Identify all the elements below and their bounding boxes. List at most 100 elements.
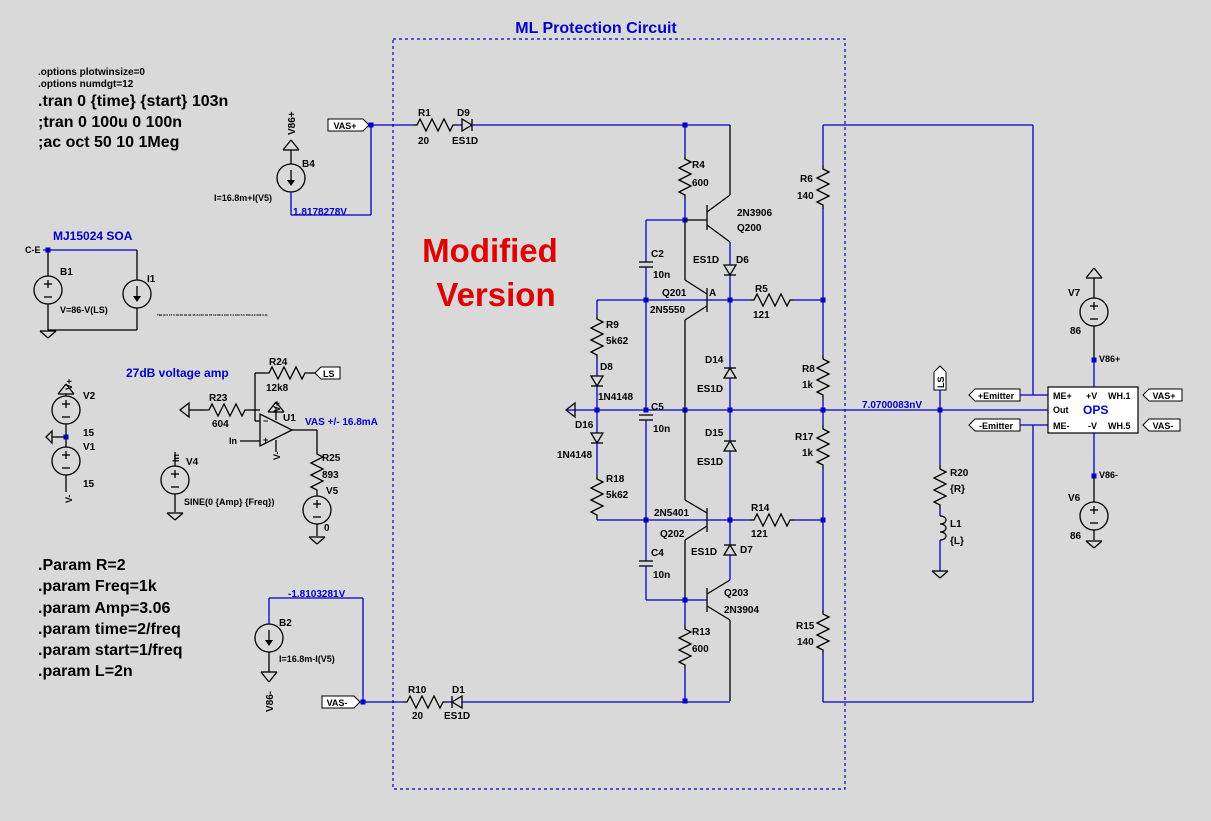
svg-text:2N5401: 2N5401 bbox=[654, 508, 689, 519]
r1-label: R1 bbox=[418, 108, 431, 119]
svg-text:R8: R8 bbox=[802, 364, 815, 375]
svg-text:R20: R20 bbox=[950, 468, 969, 479]
param-line: .param Freq=1k bbox=[38, 578, 157, 595]
svg-text:R6: R6 bbox=[800, 174, 813, 185]
resistor-r8 bbox=[816, 354, 830, 400]
diode-d8 bbox=[590, 375, 604, 387]
svg-text:ES1D: ES1D bbox=[697, 384, 723, 395]
svg-text:V86+: V86+ bbox=[1099, 354, 1120, 364]
resistor-r15 bbox=[816, 609, 830, 655]
svg-text:2N3906: 2N3906 bbox=[737, 208, 772, 219]
source-b2: V86- B2 I=16.8m-I(V5) -1.8103281V bbox=[254, 589, 346, 712]
svg-text:V+: V+ bbox=[64, 379, 74, 390]
d9-label: D9 bbox=[457, 108, 470, 119]
svg-text:5k62: 5k62 bbox=[606, 490, 629, 501]
svg-text:2N3904: 2N3904 bbox=[724, 605, 759, 616]
svg-text:U1: U1 bbox=[283, 413, 296, 424]
svg-text:Q202: Q202 bbox=[660, 529, 685, 540]
resistor-r18 bbox=[590, 474, 604, 520]
svg-text:10n: 10n bbox=[653, 424, 670, 435]
diode-d1 bbox=[451, 695, 463, 709]
svg-text:10n: 10n bbox=[653, 570, 670, 581]
svg-text:V86-: V86- bbox=[265, 691, 276, 712]
svg-text:SINE(0 {Amp} {Freq}): SINE(0 {Amp} {Freq}) bbox=[184, 497, 275, 507]
svg-text:+V: +V bbox=[1086, 391, 1097, 401]
svg-text:Q201: Q201 bbox=[662, 288, 687, 299]
diode-d6 bbox=[723, 264, 737, 276]
amp-label: 27dB voltage amp bbox=[126, 366, 229, 380]
voltage-readout-bottom: -1.8103281V bbox=[288, 589, 346, 600]
svg-text:10n: 10n bbox=[653, 270, 670, 281]
voltage-amplifier: R23 604 R24 12k8 LS − + U1 V+ V- In VAS … bbox=[178, 357, 378, 545]
svg-text:R17: R17 bbox=[795, 432, 814, 443]
svg-text:VAS+: VAS+ bbox=[333, 121, 356, 131]
svg-text:V86-: V86- bbox=[1099, 470, 1118, 480]
svg-text:VAS+: VAS+ bbox=[1152, 391, 1175, 401]
resistor-r9 bbox=[590, 314, 604, 360]
ls-net-flag: LS bbox=[933, 365, 947, 465]
svg-text:D8: D8 bbox=[600, 362, 613, 373]
diode-d7 bbox=[723, 544, 737, 556]
svg-text:R5: R5 bbox=[755, 284, 768, 295]
transistor-q200 bbox=[685, 125, 731, 243]
svg-text:140: 140 bbox=[797, 191, 814, 202]
directive-comment: ;ac oct 50 10 1Meg bbox=[38, 134, 179, 151]
svg-text:-V: -V bbox=[1088, 421, 1097, 431]
protection-circuit-box bbox=[392, 38, 846, 790]
svg-text:893: 893 bbox=[322, 470, 339, 481]
resistor-r10 bbox=[402, 695, 448, 709]
svg-text:WH.1: WH.1 bbox=[1108, 391, 1131, 401]
svg-text:I1: I1 bbox=[147, 274, 156, 285]
svg-text:R15: R15 bbox=[796, 621, 815, 632]
resistor-r17 bbox=[816, 424, 830, 470]
svg-text:604: 604 bbox=[212, 419, 229, 430]
svg-text:R18: R18 bbox=[606, 474, 625, 485]
svg-text:R24: R24 bbox=[269, 357, 288, 368]
voltage-readout-top: 1.8178278V bbox=[293, 207, 347, 218]
diode-d14 bbox=[723, 367, 737, 379]
param-line: .param start=1/freq bbox=[38, 642, 183, 659]
directive-small: .options numdgt=12 bbox=[38, 79, 134, 90]
param-directives: .Param R=2 .param Freq=1k .param Amp=3.0… bbox=[38, 557, 183, 680]
ops-block: ME+ Out ME- +V -V WH.1 WH.5 OPS bbox=[1047, 386, 1139, 434]
svg-text:1k: 1k bbox=[802, 448, 814, 459]
svg-text:ES1D: ES1D bbox=[691, 547, 717, 558]
svg-text:LS: LS bbox=[323, 369, 335, 379]
svg-text:12k8: 12k8 bbox=[266, 383, 289, 394]
svg-text:B1: B1 bbox=[60, 267, 73, 278]
resistor-r4 bbox=[678, 154, 692, 200]
svg-text:D15: D15 bbox=[705, 428, 724, 439]
svg-text:Q203: Q203 bbox=[724, 588, 749, 599]
svg-text:C5: C5 bbox=[651, 402, 664, 413]
svg-text:R25: R25 bbox=[322, 453, 341, 464]
bipolar-supply: V+ V- V2 15 V1 15 bbox=[45, 379, 96, 503]
svg-text:L1: L1 bbox=[950, 519, 962, 530]
transistor-q201 bbox=[684, 220, 708, 410]
svg-text:R14: R14 bbox=[751, 503, 770, 514]
svg-text:121: 121 bbox=[751, 529, 768, 540]
param-line: .param Amp=3.06 bbox=[38, 600, 170, 617]
svg-text:15: 15 bbox=[83, 479, 95, 490]
voltage-readout-out: 7.0700083nV bbox=[862, 400, 922, 411]
capacitor-c5 bbox=[638, 414, 654, 421]
diode-d9 bbox=[461, 118, 473, 132]
svg-text:R4: R4 bbox=[692, 160, 705, 171]
svg-text:B4: B4 bbox=[302, 159, 315, 170]
svg-text:1N4148: 1N4148 bbox=[557, 450, 592, 461]
vas-plus-right-flag: VAS+ bbox=[1142, 388, 1183, 402]
svg-text:ES1D: ES1D bbox=[697, 457, 723, 468]
svg-text:OPS: OPS bbox=[1083, 403, 1108, 417]
svg-text:V-: V- bbox=[272, 451, 282, 460]
svg-text:R13: R13 bbox=[692, 627, 711, 638]
svg-text:V7: V7 bbox=[1068, 288, 1081, 299]
svg-text:+: + bbox=[263, 435, 268, 445]
svg-text:121: 121 bbox=[753, 310, 770, 321]
source-b4: V86+ B4 I=16.8m+I(V5) 1.8178278V bbox=[214, 111, 371, 218]
svg-text:Q200: Q200 bbox=[737, 223, 762, 234]
svg-text:ES1D: ES1D bbox=[693, 255, 719, 266]
svg-text:R23: R23 bbox=[209, 393, 228, 404]
resistor-r1 bbox=[412, 118, 458, 132]
svg-text:D6: D6 bbox=[736, 255, 749, 266]
soa-label: MJ15024 SOA bbox=[53, 229, 133, 243]
svg-text:600: 600 bbox=[692, 178, 709, 189]
